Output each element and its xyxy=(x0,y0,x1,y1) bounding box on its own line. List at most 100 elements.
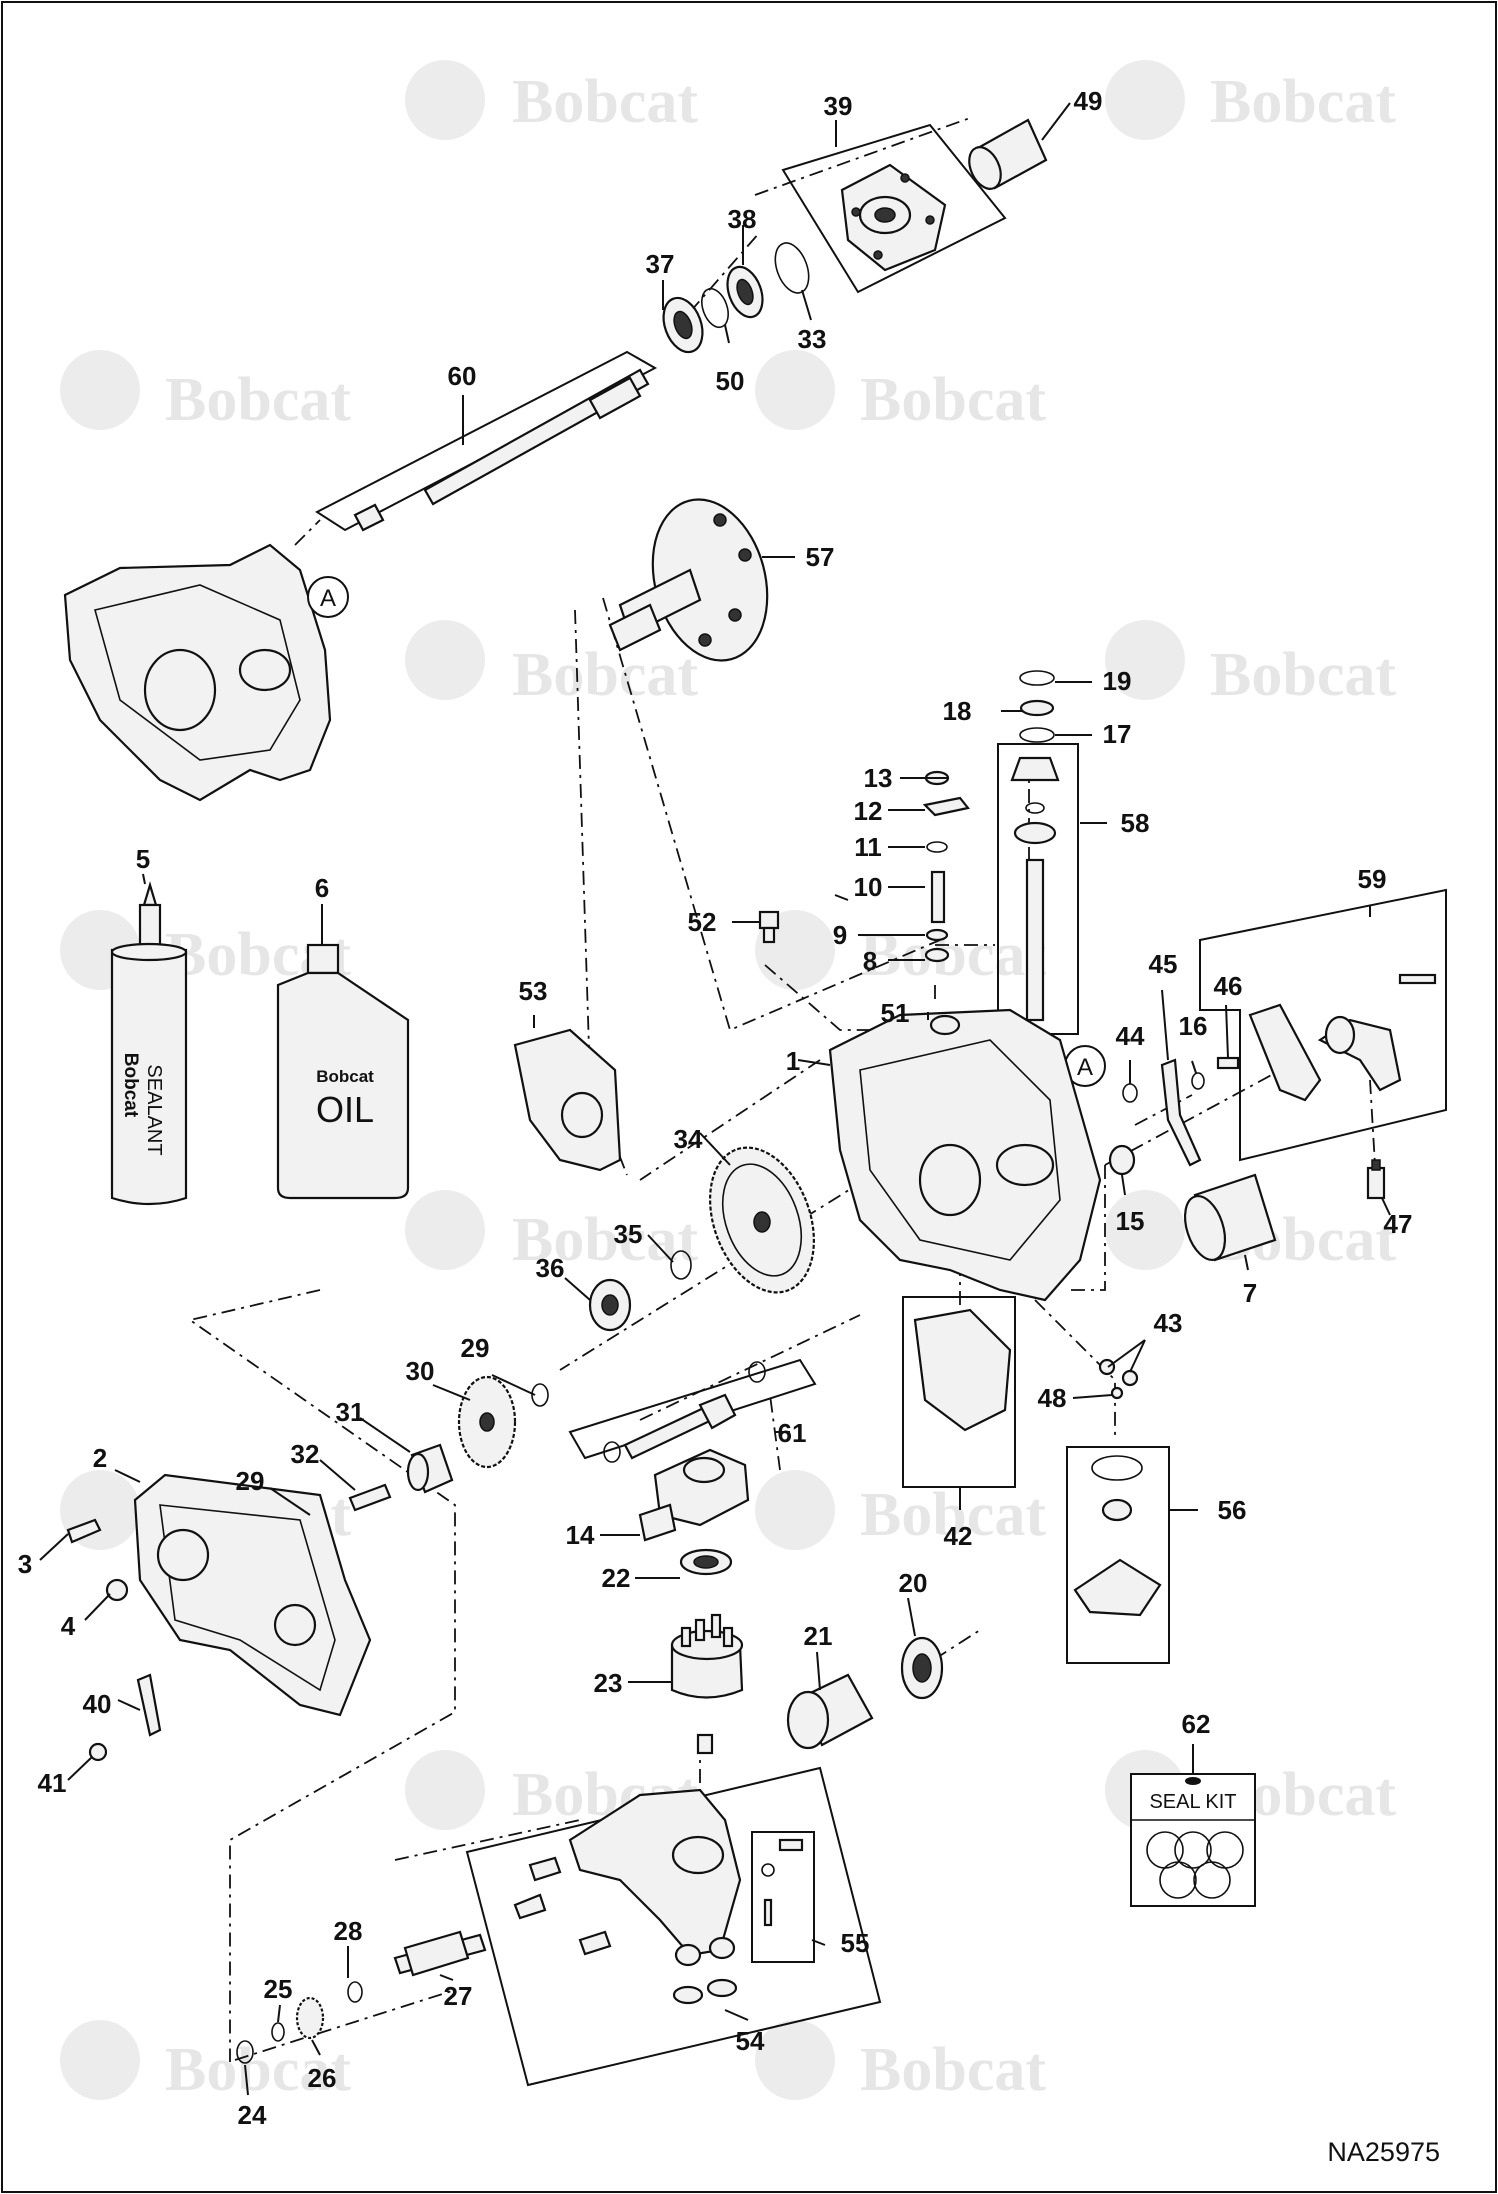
label-18: 18 xyxy=(943,696,972,726)
part-30-gear xyxy=(457,1375,517,1469)
part-45-bracket xyxy=(1160,1058,1202,1167)
label-60: 60 xyxy=(448,361,477,391)
label-11: 11 xyxy=(854,832,882,862)
watermark-text: Bobcat xyxy=(860,1481,1046,1549)
part-31-pinion xyxy=(406,1443,454,1494)
part-25-ring xyxy=(271,2022,285,2042)
leader-5 xyxy=(142,873,146,885)
bobcat-logo-icon xyxy=(1105,1190,1185,1270)
label-8: 8 xyxy=(863,946,877,976)
label-9: 9 xyxy=(833,920,847,950)
part-44-washer xyxy=(1122,1083,1138,1103)
callout-a-upper: A xyxy=(307,576,349,618)
part-22-bearing xyxy=(679,1548,733,1576)
label-29: 29 xyxy=(461,1333,490,1363)
label-35: 35 xyxy=(614,1219,643,1249)
label-57: 57 xyxy=(806,542,835,572)
part-50-washer xyxy=(701,287,729,329)
svg-text:A: A xyxy=(320,585,336,612)
part-16-washer xyxy=(1191,1072,1205,1090)
label-3: 3 xyxy=(18,1549,32,1579)
label-26: 26 xyxy=(308,2063,337,2093)
part-24-washer xyxy=(236,2040,254,2064)
bobcat-logo-icon xyxy=(405,1750,485,1830)
part-38-bearing xyxy=(726,265,764,319)
part-53-cover xyxy=(513,1028,622,1172)
label-17: 17 xyxy=(1103,719,1132,749)
part-58-shaft-assembly xyxy=(1010,756,1060,1022)
label-46: 46 xyxy=(1214,971,1243,1001)
label-41: 41 xyxy=(38,1768,67,1798)
bobcat-logo-icon xyxy=(1105,620,1185,700)
part-55-relief-valve xyxy=(761,1838,804,1927)
part-62-seal-kit: SEAL KIT xyxy=(1130,1773,1256,1907)
part-1-main-housing xyxy=(828,1008,1102,1302)
label-54: 54 xyxy=(736,2026,765,2056)
box-39 xyxy=(781,123,1007,294)
label-23: 23 xyxy=(594,1668,623,1698)
part-41-washer xyxy=(88,1742,108,1762)
part-6-oil-bottle: Bobcat OIL xyxy=(276,943,410,1200)
label-28: 28 xyxy=(334,1916,363,1946)
label-44: 44 xyxy=(1116,1021,1145,1051)
part-26-gear xyxy=(295,1996,325,2040)
label-10: 10 xyxy=(854,872,883,902)
watermark-text: Bobcat xyxy=(860,2036,1046,2104)
box-61 xyxy=(568,1358,817,1460)
label-27: 27 xyxy=(444,1981,473,2011)
svg-text:A: A xyxy=(1077,1054,1093,1081)
label-31: 31 xyxy=(336,1397,365,1427)
label-29: 29 xyxy=(236,1466,265,1496)
label-32: 32 xyxy=(291,1439,320,1469)
label-33: 33 xyxy=(798,324,827,354)
part-42-guard xyxy=(913,1308,1012,1432)
part-29-washer xyxy=(531,1383,549,1407)
part-19-ring xyxy=(1019,670,1055,686)
part-9-washer xyxy=(925,928,949,942)
part-11-oring xyxy=(926,841,948,853)
label-20: 20 xyxy=(899,1568,928,1598)
part-28-washer xyxy=(347,1981,363,2003)
part-51-plug xyxy=(929,1014,961,1036)
label-5: 5 xyxy=(136,844,150,874)
label-61: 61 xyxy=(778,1418,807,1448)
part-61-shaft xyxy=(603,1361,766,1463)
label-16: 16 xyxy=(1179,1011,1208,1041)
label-22: 22 xyxy=(602,1563,631,1593)
label-14: 14 xyxy=(566,1520,595,1550)
part-2-cover-plate xyxy=(133,1473,372,1717)
callout-a-lower: A xyxy=(1064,1045,1106,1087)
label-7: 7 xyxy=(1243,1278,1257,1308)
part-34-gear xyxy=(709,1146,815,1294)
part-43-plug xyxy=(1098,1358,1116,1376)
part-23-cylinder-block xyxy=(670,1613,744,1699)
bobcat-logo-icon xyxy=(755,1470,835,1550)
bobcat-logo-icon xyxy=(60,350,140,430)
label-12: 12 xyxy=(854,796,883,826)
label-45: 45 xyxy=(1149,949,1178,979)
part-54-center-section xyxy=(513,1788,742,2005)
svg-text:OIL: OIL xyxy=(316,1089,374,1130)
part-20-bearing xyxy=(900,1636,944,1700)
box-60 xyxy=(315,350,658,532)
watermark-text: Bobcat xyxy=(512,641,698,709)
bobcat-logo-icon xyxy=(755,350,835,430)
label-53: 53 xyxy=(519,976,548,1006)
svg-text:Bobcat: Bobcat xyxy=(120,1053,141,1118)
label-43: 43 xyxy=(1154,1308,1183,1338)
part-37-bearing xyxy=(662,296,704,354)
part-39-flange-hub xyxy=(840,163,947,272)
bobcat-logo-icon xyxy=(405,620,485,700)
part-46-bolt xyxy=(1216,1056,1240,1070)
watermark-text: Bobcat xyxy=(165,2036,351,2104)
label-52: 52 xyxy=(688,907,717,937)
label-59: 59 xyxy=(1358,864,1387,894)
label-21: 21 xyxy=(804,1621,833,1651)
label-4: 4 xyxy=(61,1611,76,1641)
part-49-sleeve xyxy=(968,118,1048,190)
part-32-pin xyxy=(348,1483,392,1512)
bobcat-logo-icon xyxy=(405,1190,485,1270)
label-50: 50 xyxy=(716,366,745,396)
label-39: 39 xyxy=(824,91,853,121)
